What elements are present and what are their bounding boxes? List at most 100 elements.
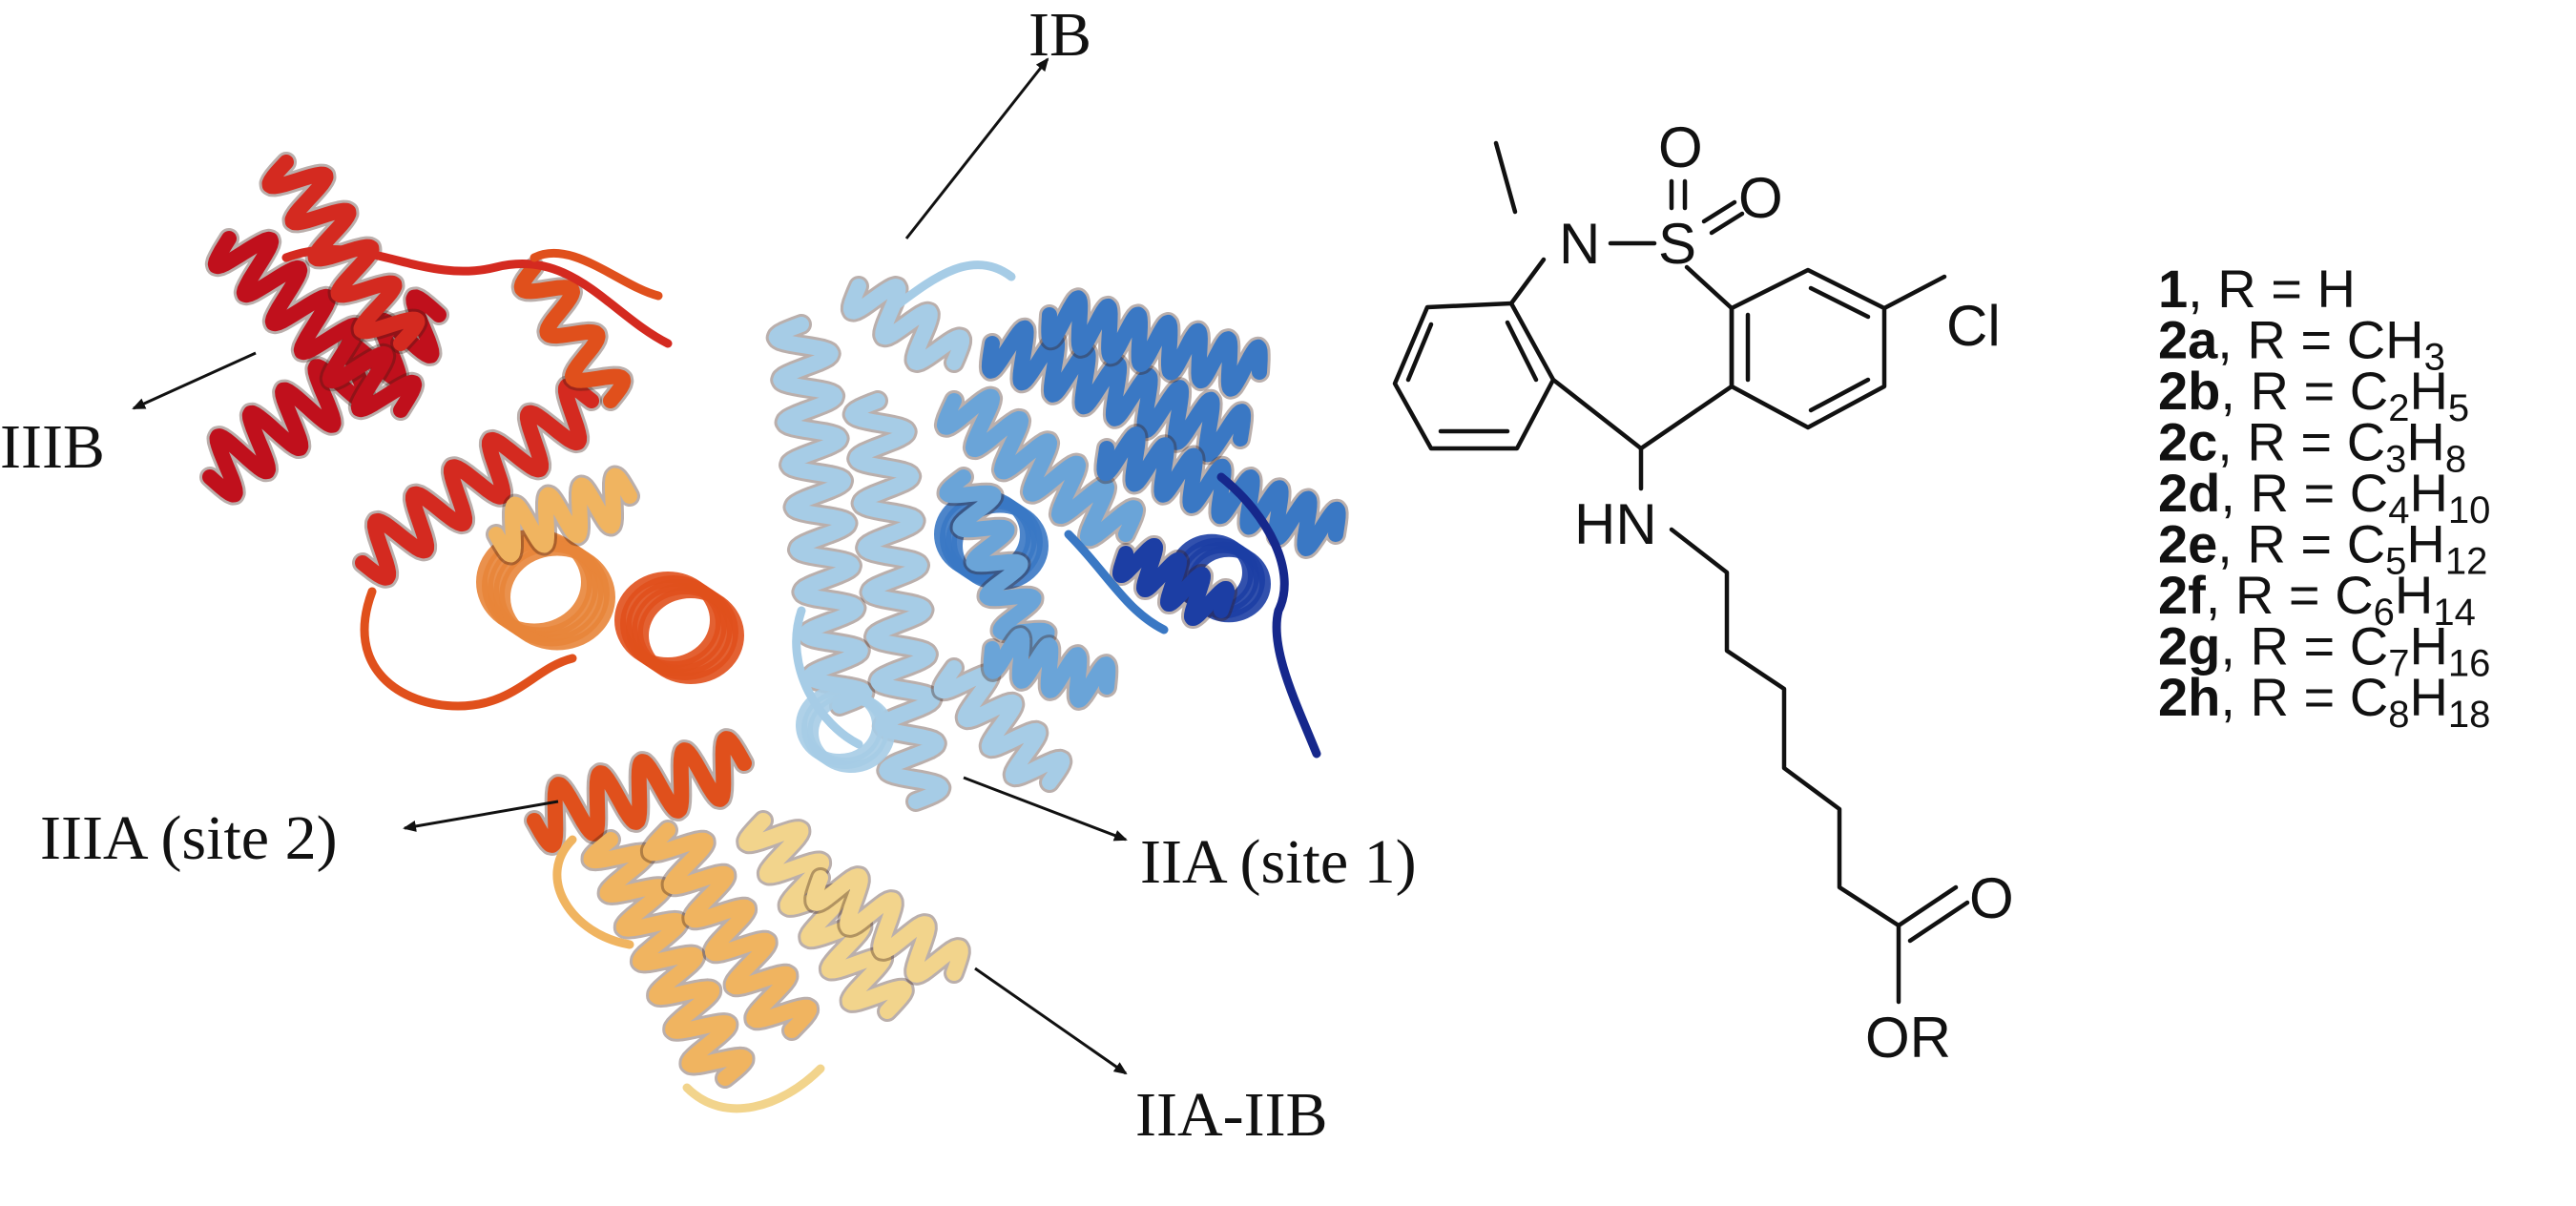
helix-lower bbox=[806, 868, 968, 983]
formula-subscript: 7 bbox=[2388, 643, 2409, 685]
helix-ib bbox=[842, 279, 970, 370]
helix-iiia bbox=[488, 468, 637, 563]
helix-iiia bbox=[527, 731, 752, 853]
protein-helices bbox=[199, 152, 1349, 1089]
helix-iia-coil bbox=[807, 693, 895, 773]
formula-subscript: 5 bbox=[2448, 387, 2469, 429]
formula-text: C bbox=[2350, 667, 2388, 727]
domain-labels: IB IIIB IIIA (site 2) IIA (site 1) IIA-I… bbox=[0, 0, 1417, 1150]
formula-text: H bbox=[2406, 412, 2444, 472]
compound-id: 2g bbox=[2158, 616, 2220, 676]
atom-n: N bbox=[1559, 212, 1600, 276]
bond-c11-c11a bbox=[1638, 384, 1735, 451]
loop-segment bbox=[682, 1064, 825, 1113]
formula-text: H bbox=[2395, 565, 2433, 625]
bond-c5a-c11 bbox=[1550, 377, 1644, 451]
arrow-iia bbox=[963, 776, 1128, 842]
helix-lower bbox=[738, 813, 912, 1019]
helix-blue bbox=[1096, 426, 1346, 556]
ring-left-benzene bbox=[1392, 301, 1556, 451]
compound-id: 2d bbox=[2158, 463, 2220, 523]
helix-iia bbox=[844, 393, 949, 809]
helix-lower bbox=[583, 832, 753, 1086]
loop-segment bbox=[792, 606, 863, 749]
arrow-iiia bbox=[403, 800, 559, 832]
compound-id: 2e bbox=[2158, 514, 2217, 574]
formula-subscript: 3 bbox=[2385, 439, 2406, 481]
formula-subscript: 10 bbox=[2448, 489, 2491, 531]
arrow-iia-iib bbox=[974, 967, 1128, 1075]
formula-subscript: 6 bbox=[2374, 592, 2395, 634]
formula-subscript: 8 bbox=[2388, 694, 2409, 736]
arrow-ib bbox=[904, 57, 1049, 239]
compound-r-prefix: , R = bbox=[2220, 667, 2349, 727]
formula-subscript: 14 bbox=[2433, 592, 2476, 634]
loop-segment bbox=[1064, 530, 1169, 634]
loop-segment bbox=[892, 260, 1016, 310]
atom-o-carbonyl: O bbox=[1969, 866, 2014, 930]
formula-text: C bbox=[2347, 412, 2385, 472]
label-ib: IB bbox=[1028, 0, 1091, 70]
bond-c-o-double-b bbox=[1907, 900, 1970, 944]
formula-subscript: 3 bbox=[2424, 337, 2445, 379]
helix-iiib bbox=[513, 260, 632, 408]
compound-r-prefix: , R = bbox=[2188, 259, 2316, 319]
helix-iiib bbox=[355, 378, 599, 586]
compound-id: 2b bbox=[2158, 361, 2220, 421]
label-iiib: IIIB bbox=[0, 412, 105, 482]
helix-iiia-coil bbox=[499, 544, 615, 651]
bond-n-c9a bbox=[1508, 257, 1547, 306]
formula-subscript: 4 bbox=[2388, 489, 2409, 531]
formula-text: H bbox=[2409, 616, 2447, 676]
ring-left-double-1 bbox=[1405, 322, 1434, 383]
helix-lower bbox=[642, 822, 818, 1038]
compound-r-prefix: , R = bbox=[2220, 361, 2349, 421]
formula-subscript: 18 bbox=[2448, 694, 2491, 736]
formula-text: C bbox=[2350, 463, 2388, 523]
formula-text: CH bbox=[2347, 310, 2424, 370]
formula-text: H bbox=[2409, 667, 2447, 727]
helix-blue bbox=[983, 628, 1116, 708]
ring-right-double-1 bbox=[1808, 285, 1871, 320]
helix-blue bbox=[939, 469, 1055, 656]
helix-blue bbox=[1112, 538, 1235, 626]
compound-id: 2f bbox=[2158, 565, 2206, 625]
compound-r-prefix: , R = bbox=[2206, 565, 2335, 625]
bond-s-o2b bbox=[1709, 211, 1745, 236]
bond-s-c4a bbox=[1684, 264, 1735, 311]
bond-s-o2a bbox=[1701, 199, 1737, 224]
atom-o-right: O bbox=[1738, 166, 1783, 230]
atom-s: S bbox=[1658, 212, 1696, 276]
helix-blue bbox=[936, 388, 1144, 547]
atom-or: OR bbox=[1865, 1006, 1951, 1070]
formula-text: H bbox=[2409, 361, 2447, 421]
formula-subscript: 16 bbox=[2448, 643, 2491, 685]
protein-ribbon-structure bbox=[199, 152, 1349, 1113]
label-iia-iib: IIA-IIB bbox=[1135, 1080, 1328, 1150]
helix-ib bbox=[768, 317, 873, 714]
compound-id: 2c bbox=[2158, 412, 2217, 472]
label-iiia-site2: IIIA (site 2) bbox=[40, 803, 338, 873]
loop-segment bbox=[281, 244, 673, 348]
formula-text: H bbox=[2409, 463, 2447, 523]
compound-entry: 2a, R = CH3 bbox=[2158, 310, 2445, 379]
formula-subscript: 5 bbox=[2385, 541, 2406, 583]
formula-text: H bbox=[2317, 259, 2356, 319]
formula-subscript: 2 bbox=[2388, 387, 2409, 429]
compound-entry: 2b, R = C2H5 bbox=[2158, 361, 2469, 429]
ring-right-benzene bbox=[1729, 267, 1887, 430]
compound-entry: 2f, R = C6H14 bbox=[2158, 565, 2476, 634]
bond-alkyl-chain bbox=[1669, 527, 1901, 1005]
loop-segment bbox=[530, 248, 663, 301]
compound-entry: 2e, R = C5H12 bbox=[2158, 514, 2487, 583]
formula-text: C bbox=[2350, 361, 2388, 421]
formula-text: C bbox=[2335, 565, 2373, 625]
atom-hn: HN bbox=[1574, 492, 1657, 556]
ring-right-double-2 bbox=[1808, 377, 1871, 413]
bond-methyl bbox=[1493, 140, 1518, 215]
compound-r-prefix: , R = bbox=[2217, 412, 2346, 472]
compound-id: 2h bbox=[2158, 667, 2220, 727]
chemical-structure: O O N S Cl HN O OR bbox=[1392, 115, 2014, 1070]
helix-blue bbox=[981, 320, 1252, 463]
